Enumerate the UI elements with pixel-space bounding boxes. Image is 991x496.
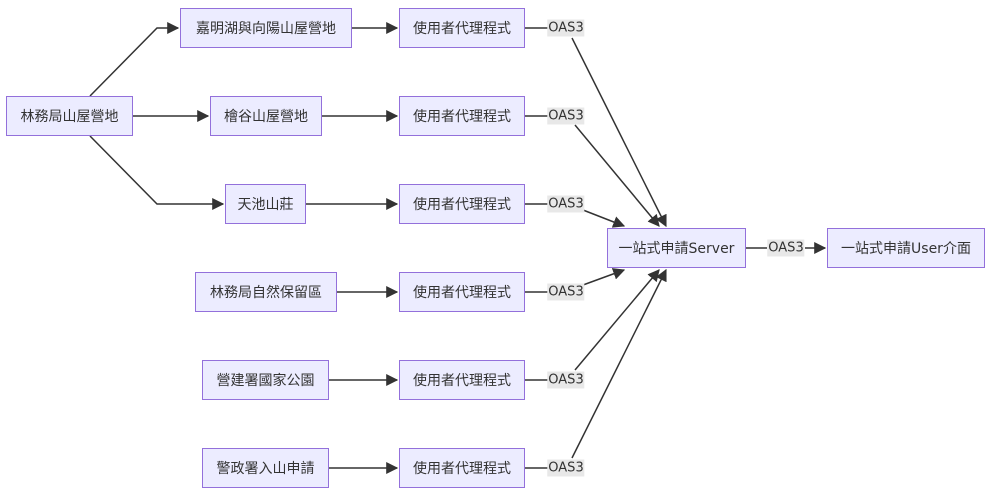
node-agent-2: 使用者代理程式 [399,96,525,136]
edge-forestry-jiaming [89,22,180,97]
edge-label-agent1-server: OAS3 [547,19,585,37]
edge-label-agent2-server: OAS3 [547,107,585,125]
node-forestry-cabin: 林務局山屋營地 [6,96,133,136]
edge-label5-server [574,269,660,371]
node-agent-4: 使用者代理程式 [399,272,525,312]
node-park: 營建署國家公園 [202,360,329,400]
edge-label-server-ui: OAS3 [767,239,805,257]
edge-label-agent4-server: OAS3 [547,283,585,301]
node-tianchi: 天池山莊 [225,184,306,224]
node-police: 警政署入山申請 [202,448,329,488]
node-reserve: 林務局自然保留區 [195,272,337,312]
node-kuaigu: 檜谷山屋營地 [210,96,322,136]
node-user-interface: 一站式申請User介面 [827,228,985,268]
node-agent-6: 使用者代理程式 [399,448,525,488]
node-jiaming: 嘉明湖與向陽山屋營地 [180,8,352,48]
node-server: 一站式申請Server [607,228,746,268]
edge-label-agent6-server: OAS3 [547,459,585,477]
edge-label1-server [571,37,667,228]
node-agent-1: 使用者代理程式 [399,8,525,48]
edge-label4-server [582,268,626,286]
node-agent-5: 使用者代理程式 [399,360,525,400]
node-agent-3: 使用者代理程式 [399,184,525,224]
edge-label6-server [571,268,667,459]
edge-label-agent3-server: OAS3 [547,195,585,213]
edge-label-agent5-server: OAS3 [547,371,585,389]
edge-forestry-tianchi [89,135,225,210]
edge-label2-server [574,124,660,227]
edge-label3-server [582,209,626,228]
